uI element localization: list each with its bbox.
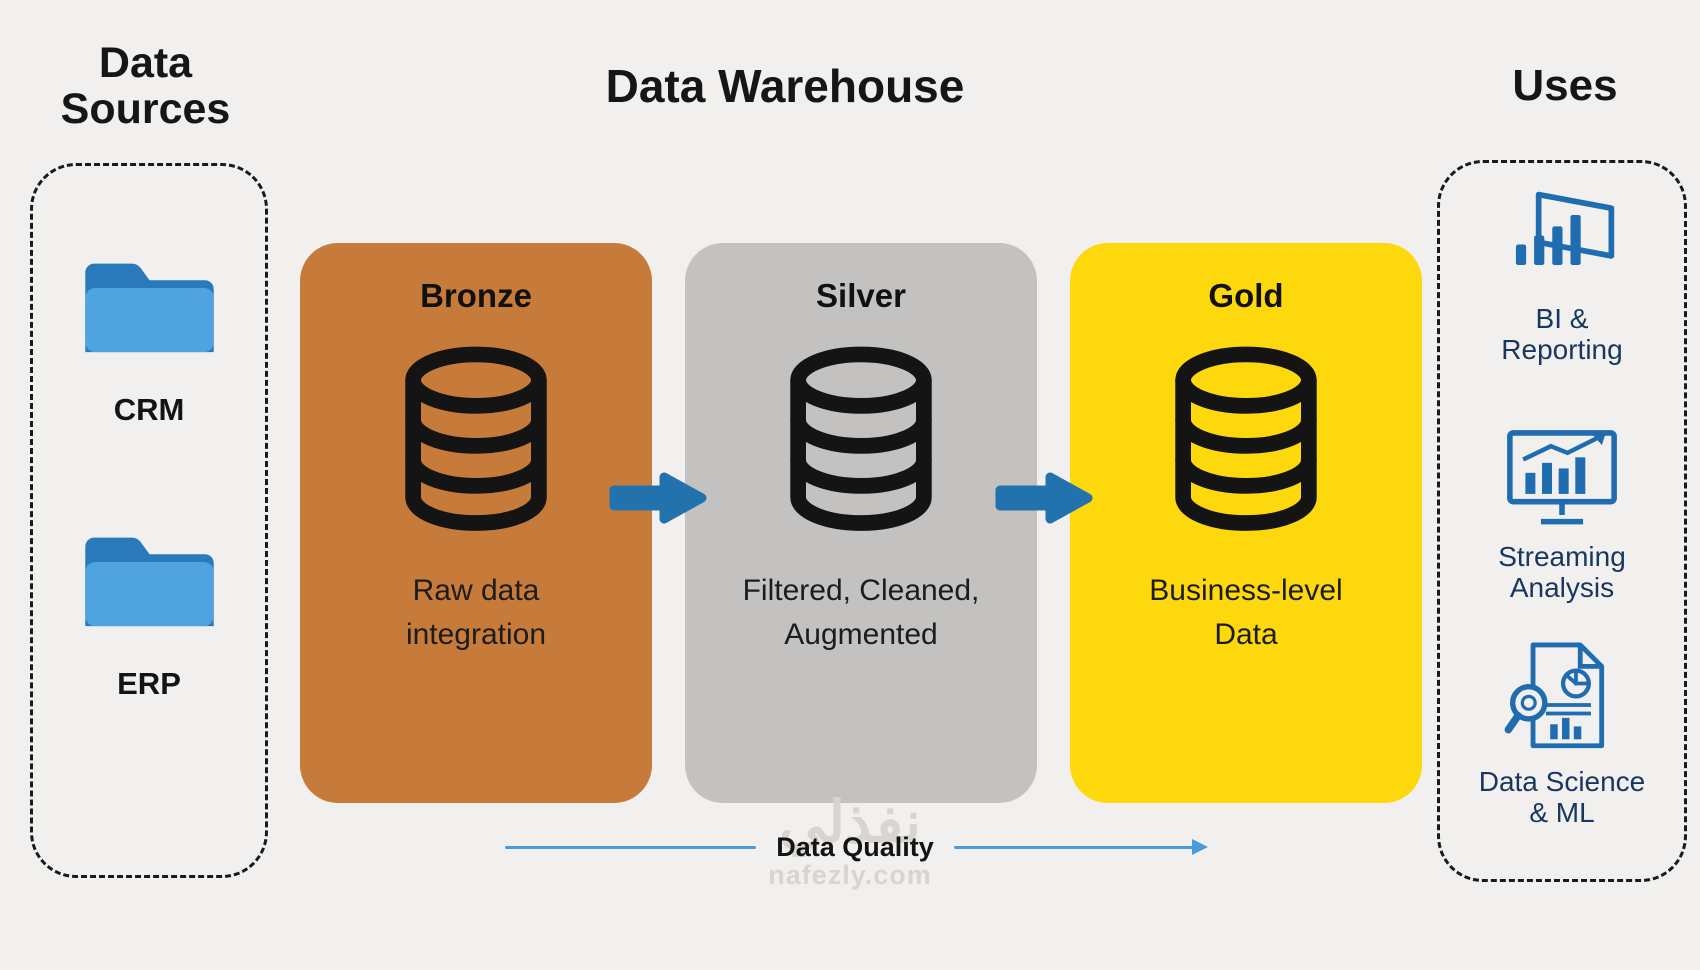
source-item-erp: ERP (40, 522, 258, 702)
quality-arrow-line-right (953, 839, 1209, 855)
gold-layer-description: Business-level Data (1149, 574, 1343, 651)
use-label-line: & ML (1529, 797, 1595, 829)
silver-layer-title: Silver (816, 277, 906, 314)
use-item-streaming-analysis: Streaming Analysis (1447, 424, 1677, 604)
data-science-document-icon (1504, 642, 1605, 749)
database-icon (790, 346, 932, 531)
gold-layer-title: Gold (1208, 277, 1284, 314)
silver-layer-description: Filtered, Cleaned, Augmented (742, 574, 980, 651)
gold-layer-card: Gold Business-level Data (1070, 243, 1422, 803)
data-quality-label: Data Quality (776, 832, 934, 862)
watermark-arabic-text: نفذلي (779, 790, 921, 855)
use-item-data-science-ml: Data Science & ML (1447, 636, 1677, 829)
source-label: CRM (113, 392, 185, 427)
use-label-bi-reporting: BI & Reporting (1447, 303, 1677, 366)
uses-title: Uses (1512, 61, 1618, 110)
use-label-line: BI & (1535, 303, 1589, 334)
use-item-bi-reporting: BI & Reporting (1447, 183, 1677, 366)
streaming-chart-icon (1507, 430, 1617, 525)
folder-icon (84, 263, 214, 353)
use-label-line: Analysis (1509, 572, 1615, 604)
flow-arrow-bronze-to-silver (609, 472, 707, 524)
source-item-crm: CRM (40, 248, 258, 428)
watermark-domain-text: nafezly.com (768, 860, 932, 890)
data-sources-container (30, 163, 268, 878)
bronze-layer-card: Bronze Raw data integration (300, 243, 652, 803)
watermark: نفذلي nafezly.com (650, 788, 1050, 891)
bronze-layer-title: Bronze (420, 277, 532, 314)
source-label: ERP (117, 666, 181, 701)
use-label-line: Data Science (1478, 766, 1646, 797)
use-label-streaming-analysis: Streaming Analysis (1447, 541, 1677, 604)
use-label-line: Streaming (1498, 541, 1626, 572)
uses-container (1437, 160, 1687, 882)
flow-arrow-silver-to-gold (995, 472, 1093, 524)
data-sources-title: Data Sources (60, 39, 231, 134)
bronze-layer-description: Raw data integration (405, 574, 547, 651)
use-label-data-science-ml: Data Science & ML (1447, 766, 1677, 829)
power-bi-icon (1515, 191, 1614, 265)
data-quality-arrow: Data Quality (505, 832, 1209, 863)
use-label-line: Reporting (1501, 334, 1623, 366)
folder-icon (84, 537, 214, 627)
database-icon (1175, 346, 1317, 531)
data-warehouse-title: Data Warehouse (605, 60, 965, 112)
quality-arrow-line-left (505, 846, 757, 849)
database-icon (405, 346, 547, 531)
silver-layer-card: Silver Filtered, Cleaned, Augmented (685, 243, 1037, 803)
